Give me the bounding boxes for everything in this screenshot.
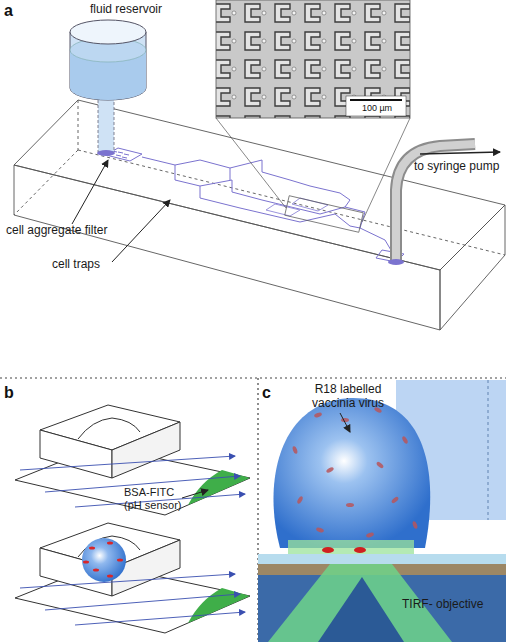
part-label: fluid reservoir: [90, 3, 200, 17]
trap-with-cell: [15, 523, 250, 633]
part-label: R18 labelled vaccinia virus: [300, 383, 396, 411]
cell: [273, 398, 430, 548]
part-label: TIRF- objective: [402, 598, 502, 612]
coverslip: [258, 554, 506, 564]
leader-line: [340, 413, 350, 432]
part-label: cell aggregate filter: [6, 224, 146, 238]
scale-bar: [350, 99, 402, 101]
panel-divider: [0, 377, 506, 378]
trap-empty: [15, 405, 250, 515]
part-label: cell traps: [52, 258, 132, 272]
part-label: BSA-FITC (pH sensor): [124, 486, 188, 511]
scale-label: 100 µm: [349, 103, 405, 113]
leader-line: [72, 160, 108, 224]
zoom-line: [216, 118, 286, 208]
panel-letter: b: [4, 384, 24, 402]
zoom-line: [362, 118, 410, 222]
micrograph-inset: [216, 0, 410, 118]
fluid-reservoir: [70, 20, 146, 156]
scale-box: [346, 96, 406, 116]
chip: [14, 100, 505, 330]
objective-cone: [318, 577, 404, 642]
virus-particles: [292, 406, 418, 538]
panel-letter: c: [262, 384, 282, 402]
channel-network: [106, 148, 404, 262]
trapped-cell: [82, 538, 126, 582]
leader-line: [182, 490, 208, 498]
part-label: to syringe pump: [414, 160, 506, 174]
evanescent-field: [288, 540, 414, 554]
panel-letter: a: [4, 2, 24, 20]
leader-line: [112, 200, 170, 262]
flow-arrow: [420, 152, 500, 154]
zoom-region: [285, 196, 364, 233]
